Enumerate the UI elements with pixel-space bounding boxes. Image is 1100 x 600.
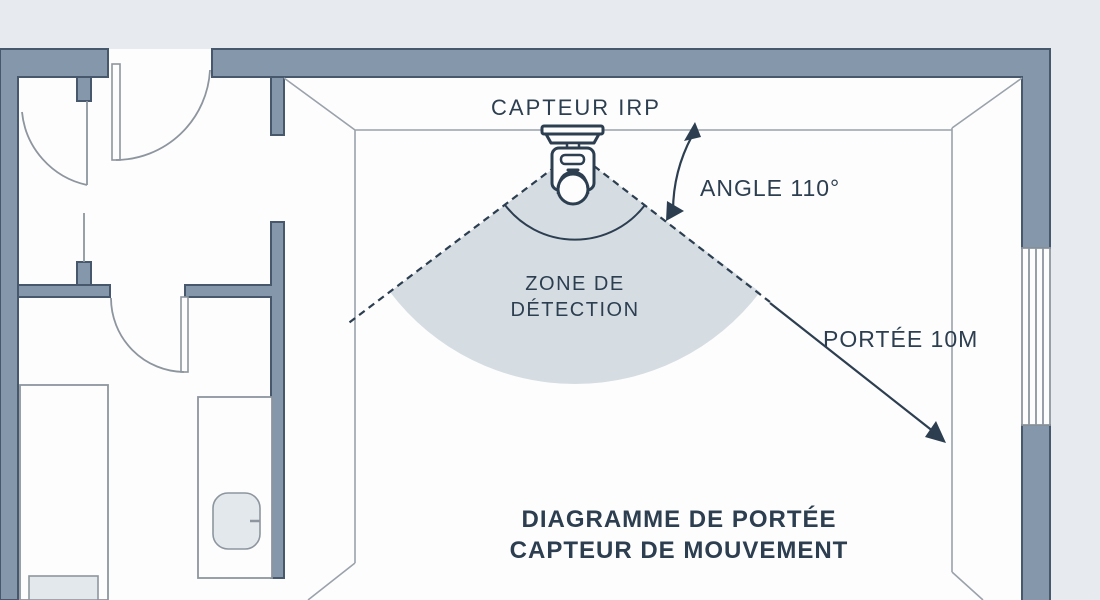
room-floor-edges [283, 77, 1023, 600]
ceiling-pir-sensor-icon [540, 124, 605, 206]
angle-arrowhead-bottom [666, 201, 684, 221]
range-arrowhead [925, 421, 946, 443]
sensor-label: CAPTEUR IRP [491, 95, 661, 120]
wall-top-left-and-left [0, 48, 109, 600]
window [1021, 247, 1051, 426]
entry-door-arc [115, 69, 211, 161]
zone-inner-arc [504, 204, 646, 241]
angle-arc [671, 135, 693, 212]
range-arrow [769, 302, 946, 443]
window-glass-lines [1028, 248, 1044, 425]
angle-arc-arrow [666, 122, 701, 221]
closet-door-arc [21, 111, 88, 186]
zone-label-line2: DÉTECTION [510, 298, 639, 321]
bathtub-step [28, 575, 99, 600]
angle-label: ANGLE 110° [700, 175, 840, 201]
hall-door-leaf [180, 296, 189, 373]
zone-label-line1: ZONE DE [525, 273, 624, 295]
sensor-lens-arch [556, 170, 590, 195]
bathtub-outline [19, 384, 109, 600]
walls [0, 48, 1051, 600]
vanity-outline [197, 396, 273, 579]
hall-door-arc [110, 297, 185, 373]
angle-arrowhead-top [684, 122, 701, 141]
wall-interior-pillar [270, 76, 285, 136]
wall-hall-left [17, 284, 111, 298]
doors [21, 63, 211, 373]
sensor-vent-slot [559, 153, 586, 166]
range-arrow-line [769, 302, 935, 433]
door-jamb-bottom [76, 261, 92, 286]
diagram-title-line1: DIAGRAMME DE PORTÉE [521, 505, 836, 533]
entry-door-gap [108, 49, 212, 77]
sensor-mount-taper [544, 132, 601, 145]
furniture [19, 384, 273, 600]
wall-interior-vertical [184, 221, 285, 579]
entry-door-leaf [111, 63, 121, 161]
range-label: PORTÉE 10M [823, 326, 978, 352]
diagram-title-line2: CAPTEUR DE MOUVEMENT [510, 537, 849, 564]
wall-right-lower [1021, 424, 1051, 600]
zone-dashed-edges [345, 165, 771, 326]
detection-zone [345, 152, 771, 385]
detection-zone-fill [390, 152, 760, 385]
door-jamb-top [76, 76, 92, 102]
